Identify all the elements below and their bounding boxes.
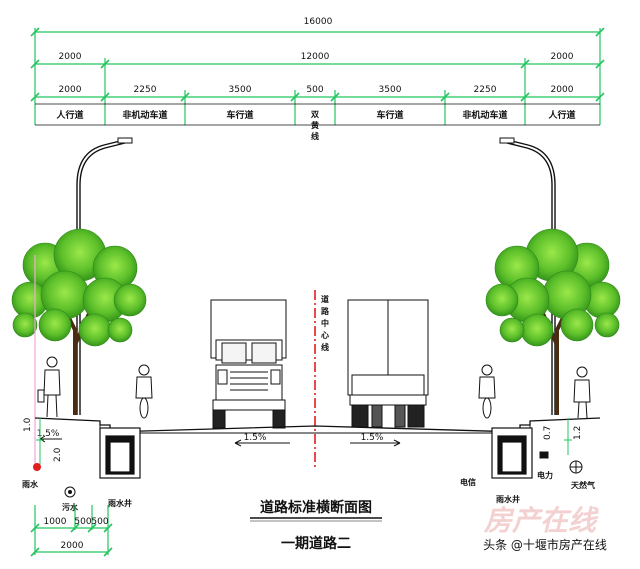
rain-pipe-label: 雨水: [22, 479, 39, 489]
cyclist-left: [135, 364, 153, 419]
watermark-logo: 房产在线: [483, 504, 599, 537]
right-depth-1: 0.7: [543, 426, 553, 440]
slope-arrows: [39, 435, 401, 447]
power-marker: [539, 451, 549, 459]
truck-rear: [347, 299, 429, 428]
truck-front: [210, 299, 287, 429]
bottom-dim-total: 2000: [61, 541, 84, 551]
bottom-dim-3: 500: [91, 517, 108, 527]
dim-row2-mid: 12000: [301, 52, 330, 62]
power-label: 电力: [537, 470, 553, 480]
gas-marker: [569, 460, 583, 474]
dim-row2-left: 2000: [59, 52, 82, 62]
right-inlet-label: 雨水井: [496, 494, 520, 504]
dim-row3-1: 2000: [59, 85, 82, 95]
lane-label-sidewalk-left: 人行道: [55, 109, 83, 121]
street-light-left: [76, 137, 133, 415]
right-depth-2: 1.2: [573, 426, 583, 440]
telecom-label: 电信: [460, 477, 476, 487]
slope-right-carriage: 1.5%: [361, 433, 384, 443]
right-utility-dims: [564, 418, 572, 455]
sewage-marker: [64, 486, 76, 498]
bottom-dimension-block: [30, 505, 113, 557]
lane-label-bikeway-left: 非机动车道: [122, 109, 167, 121]
dim-row3-2: 2250: [134, 85, 157, 95]
right-inlet-pit: [491, 427, 533, 479]
tree-left: [11, 228, 147, 415]
centerline-label: 道路中心线: [321, 294, 330, 352]
pedestrian-right: [573, 366, 591, 419]
slope-left-sidewalk: 1.5%: [37, 429, 60, 439]
left-inlet-pit: [99, 427, 141, 479]
gas-label: 天然气: [571, 480, 595, 490]
pedestrian-left: [37, 356, 61, 418]
dim-row3-5: 3500: [379, 85, 402, 95]
rain-pipe-marker: [33, 463, 41, 471]
lane-label-carriage-right: 车行道: [376, 109, 403, 121]
slope-left-carriage: 1.5%: [244, 433, 267, 443]
lane-label-carriage-left: 车行道: [226, 109, 253, 121]
dim-total: 16000: [304, 17, 333, 27]
street-light-right: [499, 137, 556, 415]
left-inlet-label: 雨水井: [108, 498, 132, 508]
lane-label-double-yellow: 双黄线: [311, 110, 319, 141]
drawing-title: 道路标准横断面图: [260, 499, 372, 516]
lane-label-bikeway-right: 非机动车道: [462, 109, 507, 121]
cyclist-right: [478, 364, 496, 419]
dim-row3-4: 500: [306, 85, 323, 95]
dim-row3-6: 2250: [474, 85, 497, 95]
bottom-dim-1: 1000: [44, 517, 67, 527]
sewage-label: 污水: [62, 502, 79, 512]
bottom-dim-2: 500: [74, 517, 91, 527]
watermark-credit: 头条 @十堰市房产在线: [483, 537, 607, 552]
dim-row3-7: 2000: [551, 85, 574, 95]
tree-right: [485, 228, 621, 415]
dim-row2-right: 2000: [551, 52, 574, 62]
lane-label-sidewalk-right: 人行道: [547, 109, 575, 121]
left-depth-2: 2.0: [53, 447, 63, 462]
left-utility-dims: [36, 418, 44, 468]
top-dimension-block: [30, 27, 605, 126]
drawing-subtitle: 一期道路二: [281, 535, 351, 552]
left-depth-1: 1.0: [23, 417, 33, 432]
dim-row3-3: 3500: [229, 85, 252, 95]
